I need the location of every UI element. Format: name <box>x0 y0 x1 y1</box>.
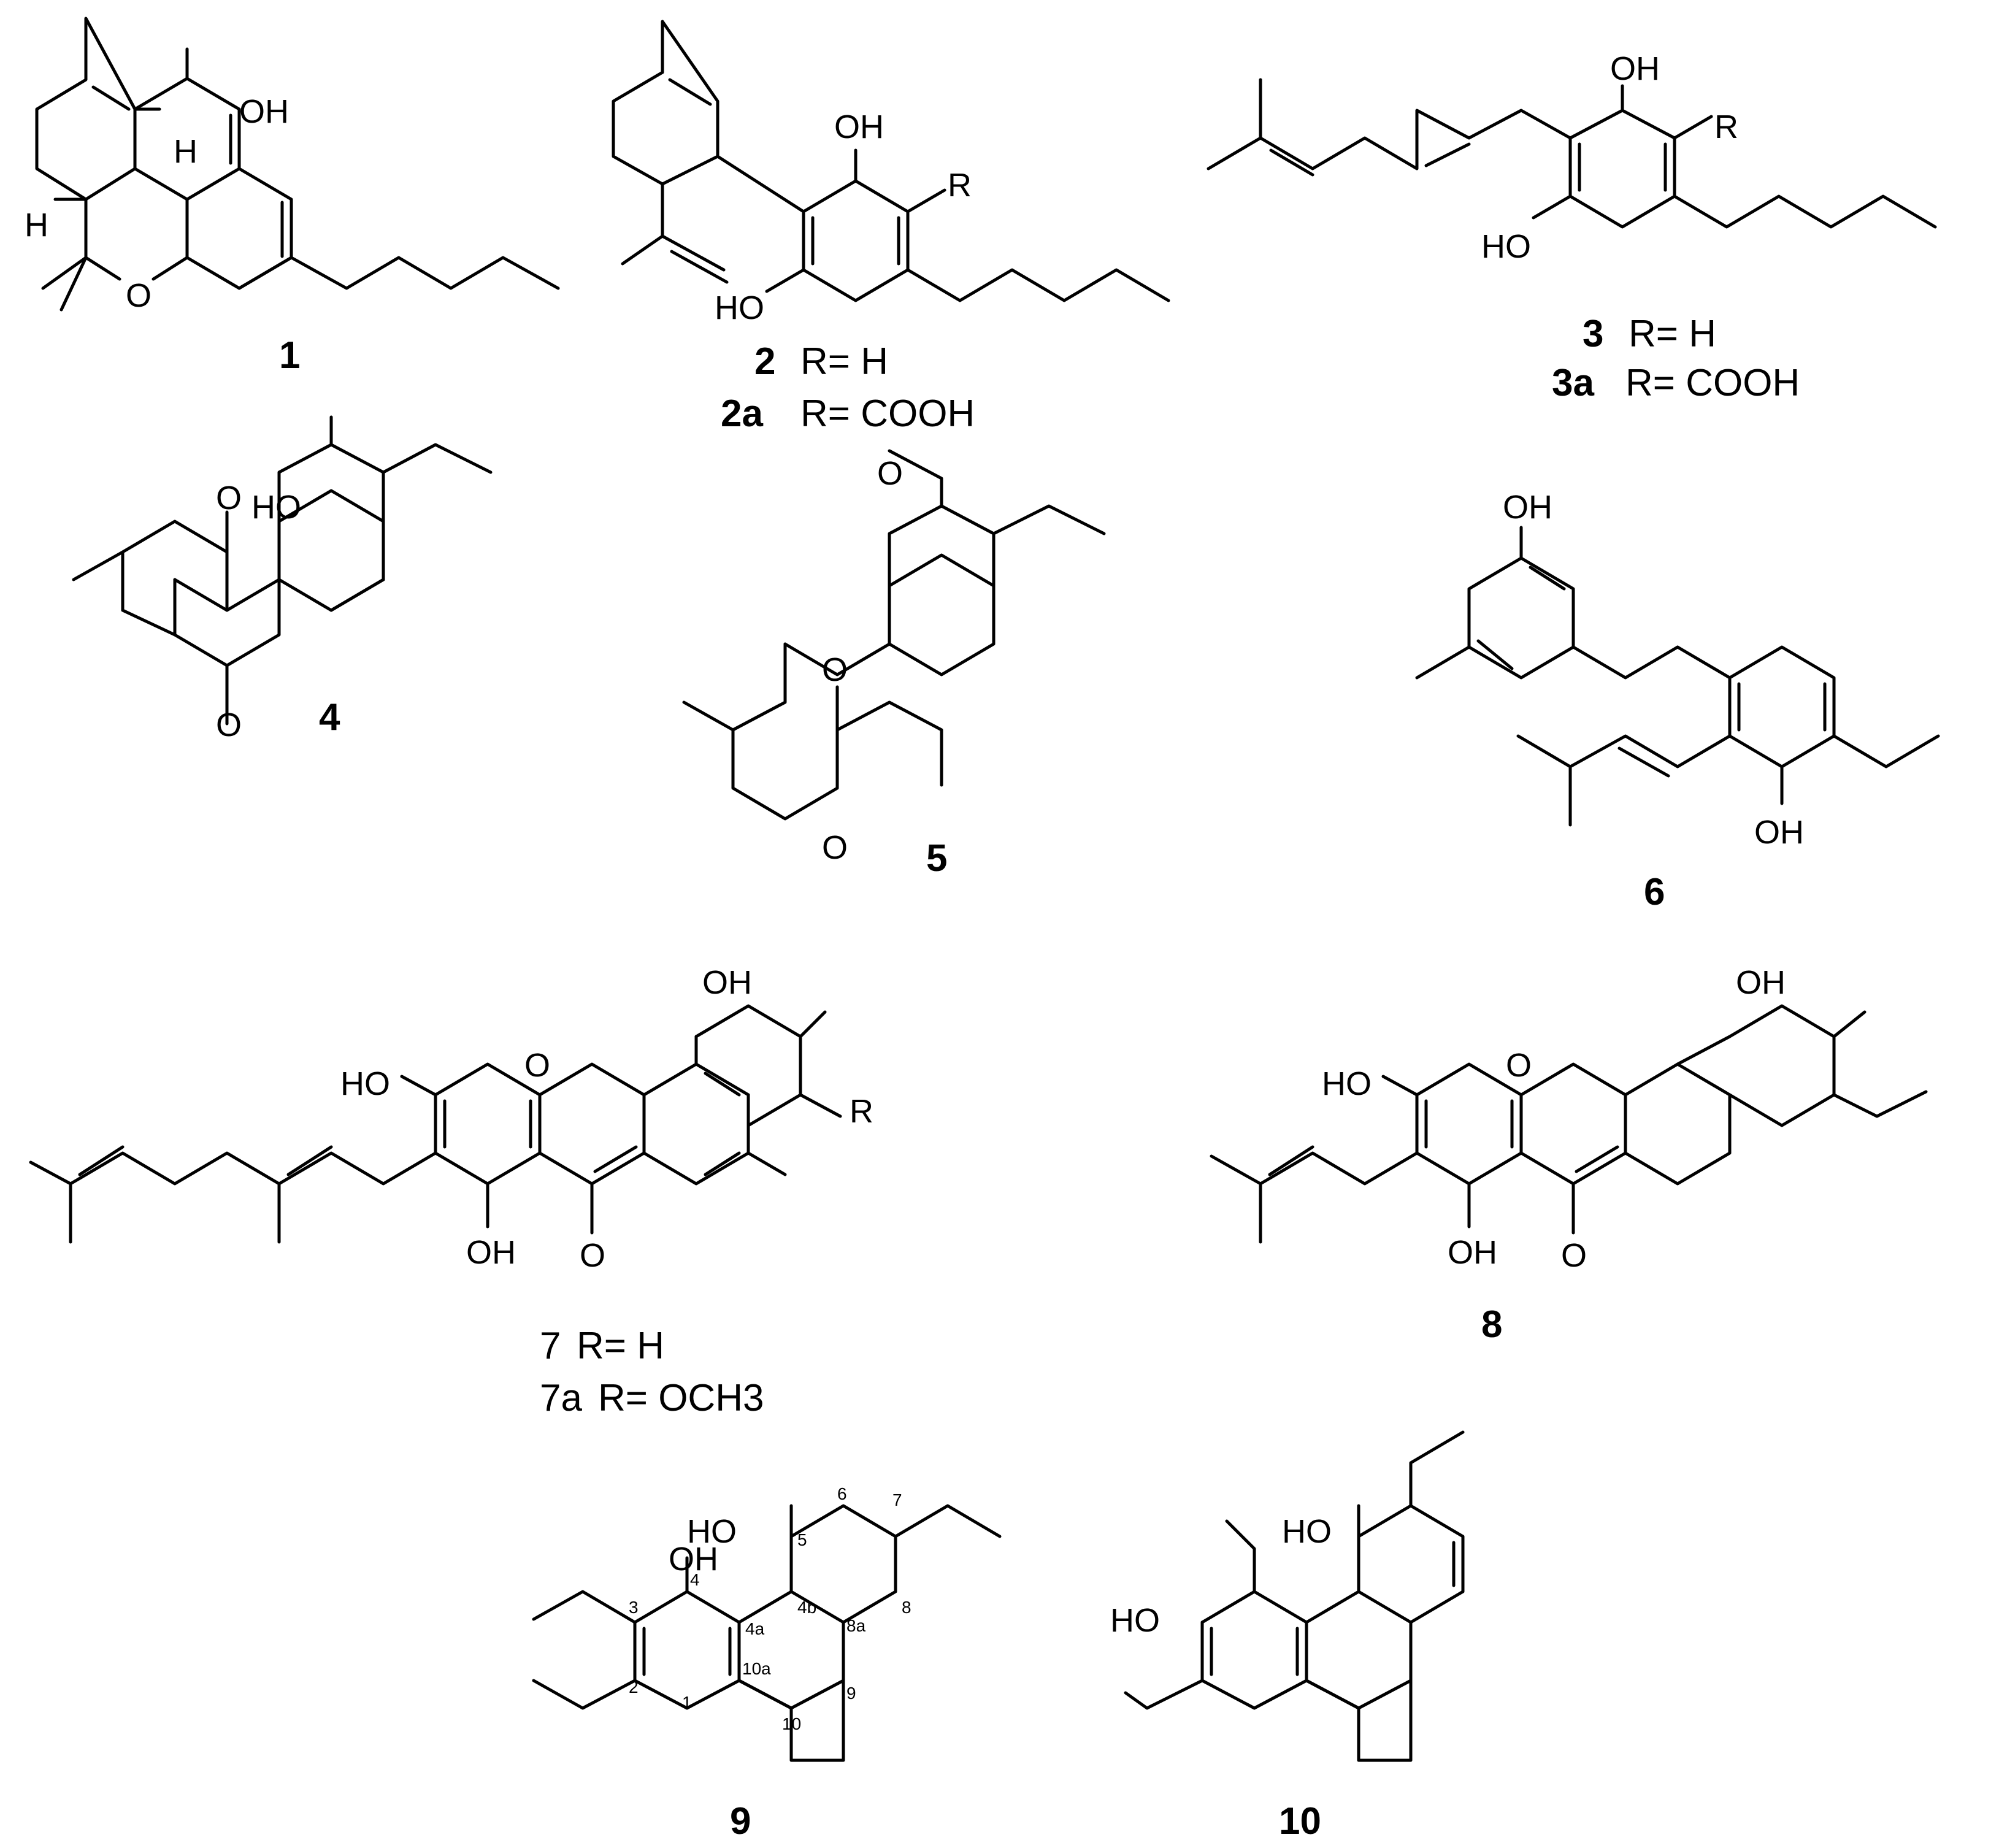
compound-number: 10 <box>1279 1800 1321 1842</box>
atom-o: O <box>877 455 903 492</box>
atom-ho: HO <box>251 489 301 526</box>
compound-number: 5 <box>926 837 947 880</box>
atom-o: O <box>822 651 848 688</box>
structure-4: HO O O 4 <box>72 415 493 743</box>
locant: 7 <box>892 1490 902 1509</box>
locant: 4 <box>690 1570 700 1589</box>
atom-ho: HO <box>340 1065 390 1102</box>
locant: 2 <box>629 1677 639 1697</box>
compound-number: 2a <box>721 393 763 435</box>
atom-oh: OH <box>1610 50 1660 87</box>
structure-10: HO HO 10 <box>1110 1430 1465 1842</box>
atom-oh: OH <box>239 93 289 130</box>
compound-r-group: 7a <box>540 1377 582 1419</box>
atom-ho: HO <box>687 1513 737 1550</box>
atom-o: O <box>1506 1047 1532 1084</box>
locant: 8a <box>846 1616 866 1635</box>
atom-ho: HO <box>715 289 764 326</box>
atom-o: O <box>822 829 848 866</box>
atom-h: H <box>25 207 48 243</box>
atom-ho: HO <box>1110 1602 1160 1639</box>
atom-oh: OH <box>669 1541 718 1578</box>
locant: 10a <box>742 1659 771 1678</box>
compound-number: 8 <box>1481 1303 1502 1346</box>
atom-r: R <box>850 1093 873 1130</box>
structure-8: OH HO O OH O 8 <box>1210 964 1928 1346</box>
atom-o: O <box>216 480 242 516</box>
atom-oh: OH <box>702 964 752 1001</box>
atom-o: O <box>524 1047 550 1084</box>
atom-ho: HO <box>1322 1065 1372 1102</box>
structure-7: OH HO O OH O R 7 R= H 7a R= OCH3 <box>29 964 873 1419</box>
atom-o: O <box>580 1237 605 1274</box>
compound-r-group: R= H <box>800 340 888 383</box>
structure-3: OH R HO 3 R= H 3a R= COOH <box>1207 50 1937 404</box>
structure-2: OH R HO 2 R= H 2a R= COOH <box>612 20 1170 435</box>
atom-o: O <box>216 707 242 743</box>
atom-ho: HO <box>1481 228 1531 265</box>
locant: 1 <box>682 1693 692 1712</box>
locant: 8 <box>902 1598 911 1617</box>
structure-5: O O O 5 <box>682 449 1106 880</box>
atom-o: O <box>126 277 152 314</box>
atom-h: H <box>174 133 198 170</box>
compound-r-group: R= H <box>577 1325 664 1367</box>
locant: 5 <box>797 1530 807 1549</box>
structure-6: OH OH 6 <box>1415 489 1940 913</box>
compound-number: 6 <box>1644 871 1665 913</box>
compound-number: 3 <box>1583 313 1603 355</box>
atom-oh: OH <box>1448 1234 1497 1271</box>
locant: 10 <box>782 1714 801 1733</box>
atom-r: R <box>948 167 972 204</box>
atom-o: O <box>1561 1237 1587 1274</box>
locant: 6 <box>837 1484 847 1503</box>
compound-number: 1 <box>279 334 300 377</box>
atom-ho: HO <box>1282 1513 1332 1550</box>
compound-r-group: R= OCH3 <box>598 1377 764 1419</box>
compound-number: 4 <box>319 696 340 738</box>
compound-r-group: 7 <box>540 1325 561 1367</box>
atom-r: R <box>1714 109 1738 145</box>
structure-9: HO OH 1 2 3 4 4a 4b 5 6 7 8 8a 9 10 10a … <box>532 1484 1002 1842</box>
atom-oh: OH <box>466 1234 516 1271</box>
atom-oh: OH <box>834 109 884 145</box>
compound-r-group: R= H <box>1629 313 1716 355</box>
structure-1: OH H H O 1 <box>25 17 560 377</box>
locant: 3 <box>629 1598 639 1617</box>
locant: 4b <box>797 1598 816 1617</box>
compound-number: 2 <box>754 340 775 383</box>
compound-number: 3a <box>1552 362 1594 404</box>
atom-oh: OH <box>1754 814 1804 851</box>
locant: 4a <box>745 1619 765 1638</box>
locant: 9 <box>846 1684 856 1703</box>
atom-oh: OH <box>1736 964 1786 1001</box>
compound-r-group: R= COOH <box>1625 362 1800 404</box>
compound-r-group: R= COOH <box>800 393 975 435</box>
compound-number: 9 <box>730 1800 751 1842</box>
atom-oh: OH <box>1503 489 1552 526</box>
